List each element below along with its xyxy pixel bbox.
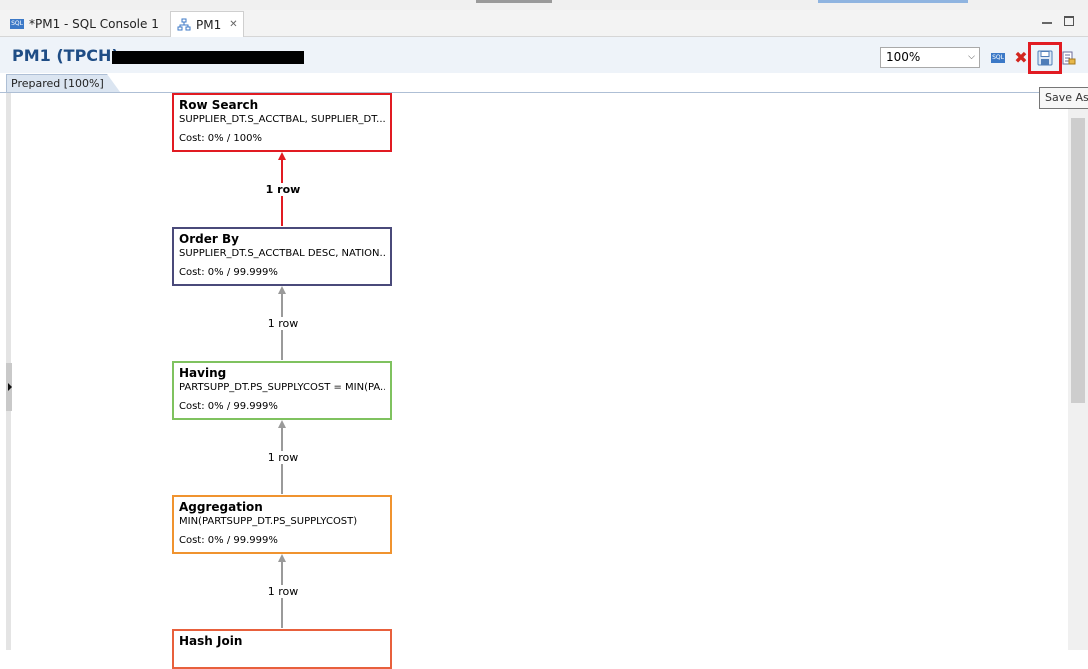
plan-node-hash-join[interactable]: Hash Join [172, 629, 392, 669]
node-detail: PARTSUPP_DT.PS_SUPPLYCOST = MIN(PA... [179, 382, 385, 393]
edge-label: 1 row [257, 183, 309, 196]
node-title: Hash Join [179, 634, 243, 648]
tab-sql-console[interactable]: SQL *PM1 - SQL Console 1 [4, 12, 164, 36]
sql-icon: SQL [991, 53, 1005, 63]
tab-label: PM1 [196, 17, 222, 32]
close-tab-icon[interactable]: ✕ [229, 19, 238, 30]
arrow-up-icon [278, 554, 286, 562]
node-detail: SUPPLIER_DT.S_ACCTBAL DESC, NATION.... [179, 248, 385, 259]
edge-label: 1 row [257, 585, 309, 598]
save-as-button[interactable] [1037, 50, 1053, 66]
node-cost: Cost: 0% / 100% [179, 133, 262, 144]
expand-panel-handle[interactable] [6, 363, 12, 411]
editor-tab-bar: SQL *PM1 - SQL Console 1 PM1 ✕ [0, 10, 1088, 37]
node-detail: MIN(PARTSUPP_DT.PS_SUPPLYCOST) [179, 516, 358, 527]
plan-viz-icon [177, 18, 191, 30]
scrollbar-thumb[interactable] [1071, 118, 1085, 403]
show-sql-button[interactable]: SQL [991, 50, 1007, 66]
delete-button[interactable]: ✖ [1013, 50, 1029, 66]
node-cost: Cost: 0% / 99.999% [179, 535, 278, 546]
page-title: PM1 (TPCH) [12, 46, 119, 65]
plan-node-aggregation[interactable]: Aggregation MIN(PARTSUPP_DT.PS_SUPPLYCOS… [172, 495, 392, 554]
top-strip-bar-accent [818, 0, 968, 3]
top-strip-bar [476, 0, 552, 3]
node-detail: SUPPLIER_DT.S_ACCTBAL, SUPPLIER_DT.... [179, 114, 385, 125]
edge-label: 1 row [257, 317, 309, 330]
tab-plan-pm1[interactable]: PM1 ✕ [170, 11, 244, 37]
save-as-tooltip: Save As [1039, 87, 1088, 109]
delete-icon: ✖ [1014, 48, 1028, 67]
zoom-select[interactable]: 100% ⌵ [880, 47, 980, 68]
minimize-icon[interactable] [1042, 22, 1052, 24]
edge-label: 1 row [257, 451, 309, 464]
sql-console-icon: SQL [10, 19, 24, 29]
arrow-up-icon [278, 152, 286, 160]
arrow-up-icon [278, 286, 286, 294]
status-tab[interactable]: Prepared [100%] [6, 74, 121, 93]
node-title: Aggregation [179, 500, 263, 514]
save-as-highlight [1028, 42, 1062, 74]
content-border [0, 92, 1088, 93]
export-icon [1062, 51, 1076, 65]
maximize-icon[interactable] [1064, 16, 1074, 26]
node-cost: Cost: 0% / 99.999% [179, 401, 278, 412]
node-title: Row Search [179, 98, 259, 112]
arrow-up-icon [278, 420, 286, 428]
node-title: Order By [179, 232, 239, 246]
export-button[interactable] [1060, 50, 1076, 66]
node-cost: Cost: 0% / 99.999% [179, 267, 278, 278]
plan-node-row-search[interactable]: Row Search SUPPLIER_DT.S_ACCTBAL, SUPPLI… [172, 93, 392, 152]
window-top-strip [0, 0, 1088, 10]
plan-node-order-by[interactable]: Order By SUPPLIER_DT.S_ACCTBAL DESC, NAT… [172, 227, 392, 286]
node-title: Having [179, 366, 227, 380]
save-icon [1037, 50, 1053, 66]
zoom-value: 100% [886, 50, 921, 64]
chevron-down-icon: ⌵ [968, 52, 975, 62]
plan-header: PM1 (TPCH) 100% ⌵ SQL ✖ [0, 37, 1088, 73]
redacted-connection-info [112, 51, 304, 64]
tab-label: *PM1 - SQL Console 1 [29, 17, 159, 31]
plan-node-having[interactable]: Having PARTSUPP_DT.PS_SUPPLYCOST = MIN(P… [172, 361, 392, 420]
